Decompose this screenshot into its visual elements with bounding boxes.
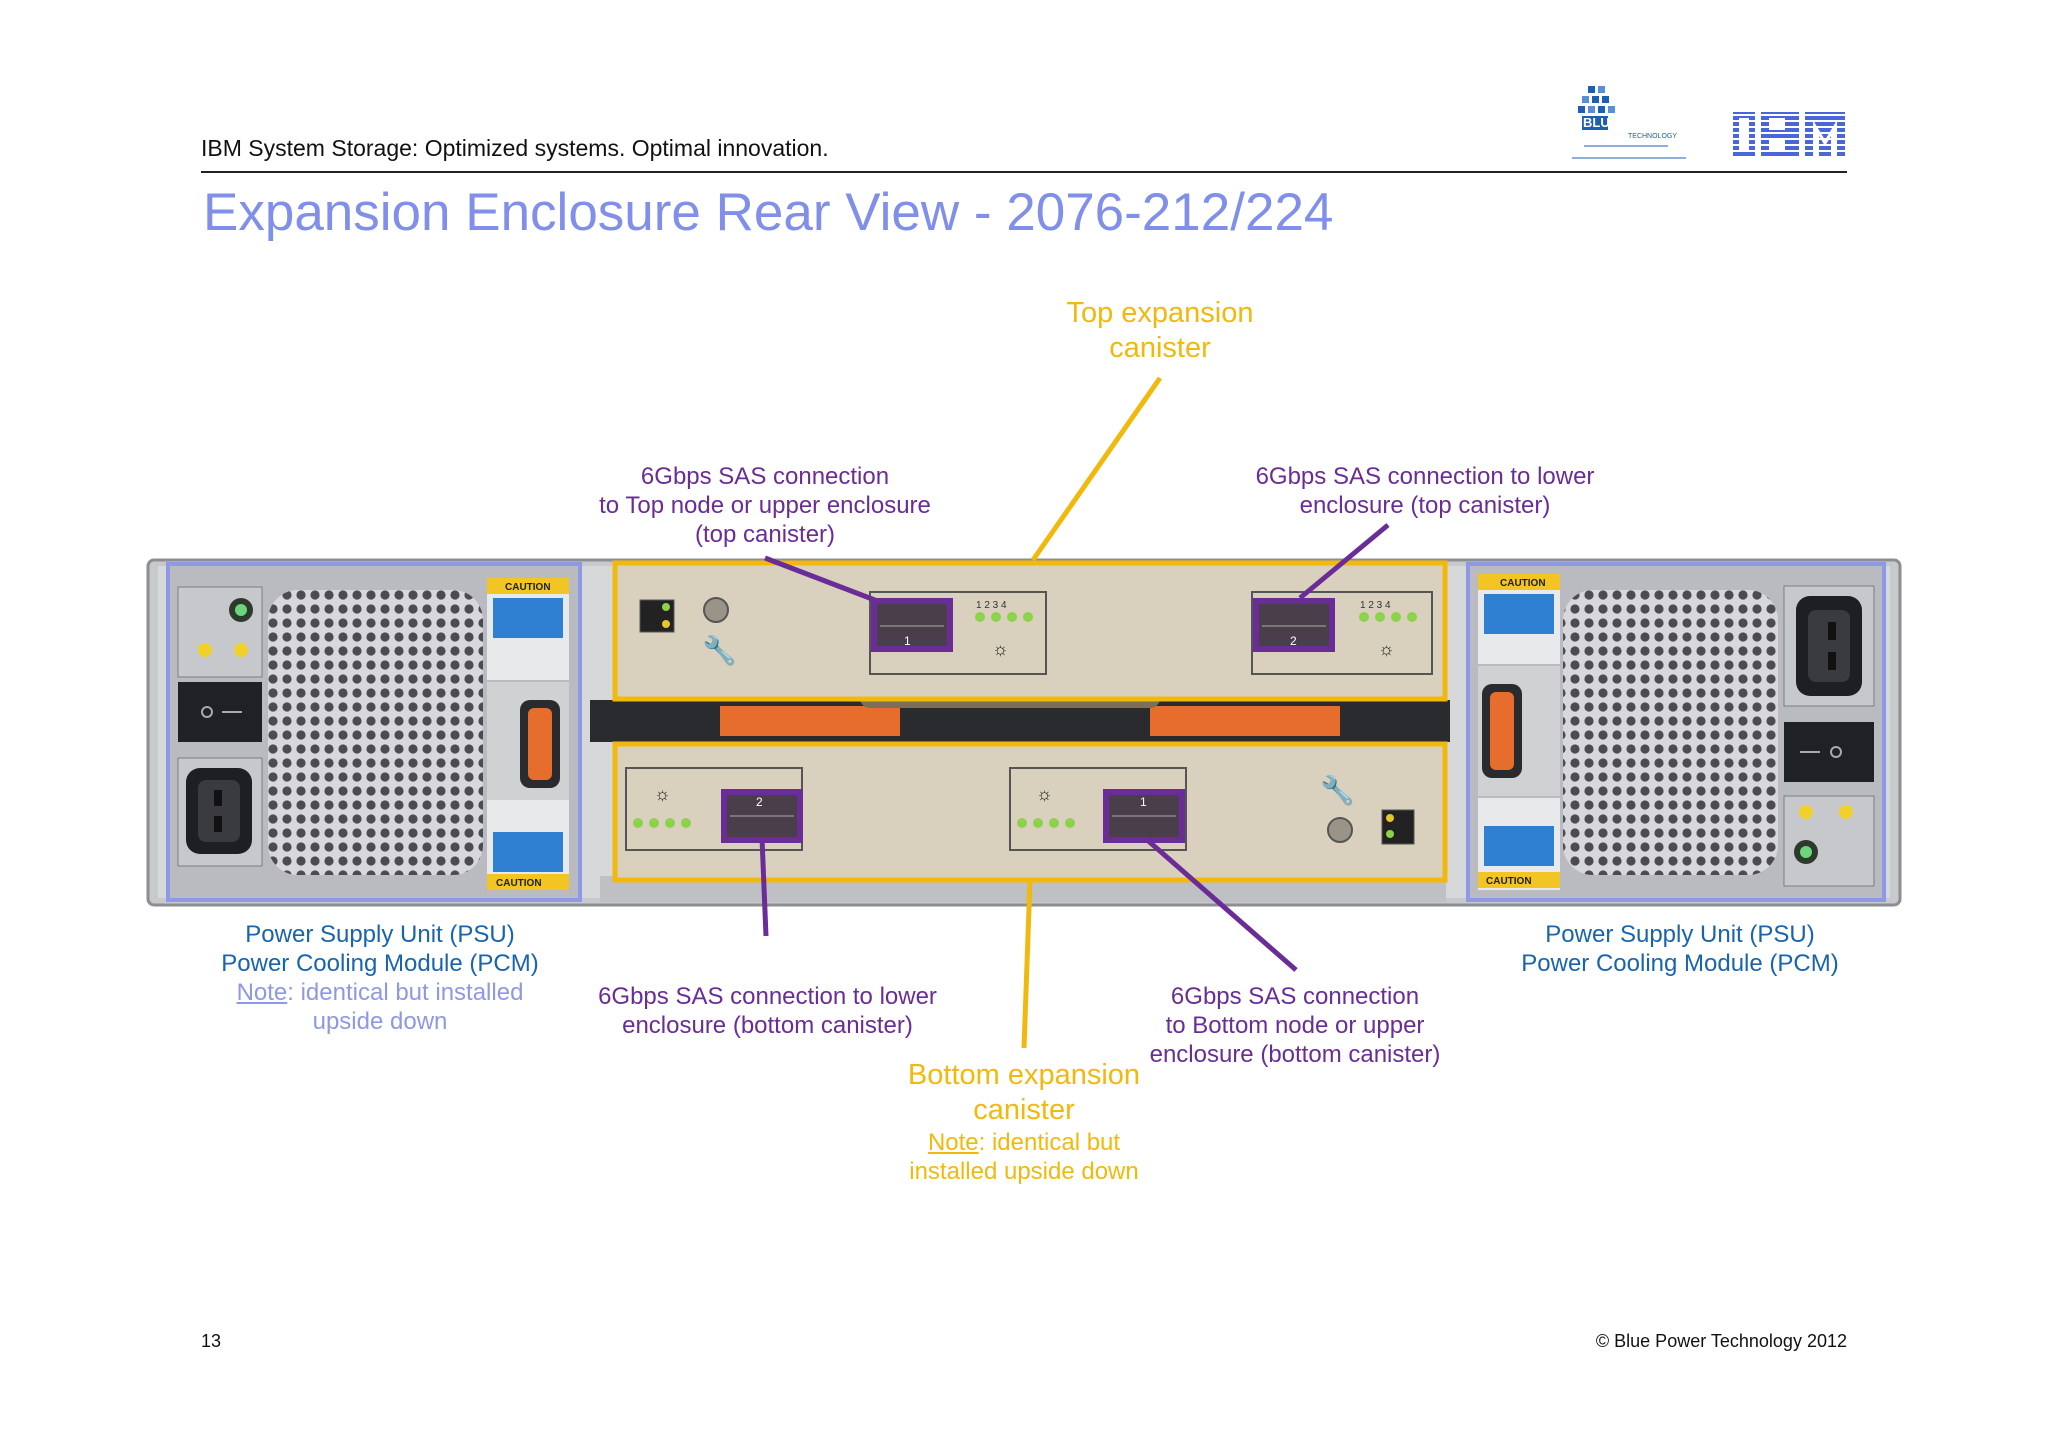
psu-right-switch	[1784, 722, 1874, 782]
bottom-port-2-label: 2	[756, 795, 763, 809]
top-canister-outline	[612, 560, 1448, 702]
top-canister-callout-line	[1030, 376, 1163, 562]
page-number: 13	[201, 1331, 222, 1351]
psu-left-outline	[166, 562, 582, 902]
bluepower-logo-sub: TECHNOLOGY	[1628, 133, 1677, 140]
top-port-2-label: 2	[1290, 634, 1297, 648]
page-title: Expansion Enclosure Rear View - 2076-212…	[203, 183, 1334, 242]
ibm-logo	[1733, 112, 1845, 156]
bluepower-logo-text: BLUEPOWER	[1583, 115, 1668, 130]
svg-text:🔧: 🔧	[1320, 773, 1355, 807]
psu-left-caution-top: CAUTION	[505, 582, 551, 593]
top-port-1-led-numbers: 1 2 3 4	[976, 600, 1007, 611]
top-canister: 🔧 1 1 2 3 4 ☼ 2 1 2 3 4 ☼	[612, 560, 1448, 702]
top-port-1-label: 1	[904, 634, 911, 648]
bottom-canister-callout-line	[1021, 879, 1033, 1049]
top-port-2-led-numbers: 1 2 3 4	[1360, 600, 1391, 611]
header-tagline: IBM System Storage: Optimized systems. O…	[201, 135, 829, 161]
psu-right-label: Power Supply Unit (PSU)Power Cooling Mod…	[1521, 921, 1839, 977]
svg-text:☼: ☼	[654, 784, 671, 804]
header-divider	[201, 171, 1847, 173]
psu-left-note: Note: identical but installed upside dow…	[236, 979, 524, 1035]
sas-top-left-callout-line	[764, 555, 881, 605]
sas-bottom-left-callout-line	[759, 837, 769, 937]
sas-bottom-right-callout-line	[1143, 836, 1298, 972]
bottom-port-1-label: 1	[1140, 795, 1147, 809]
psu-left-fan-grille	[268, 590, 483, 875]
psu-right-fan-grille	[1563, 590, 1778, 875]
wrench-icon: 🔧	[702, 633, 737, 667]
copyright: © Blue Power Technology 2012	[1595, 1331, 1847, 1351]
psu-right-caution-top: CAUTION	[1500, 578, 1546, 589]
psu-right-caution-bottom: CAUTION	[1486, 876, 1532, 887]
bluepower-logo: BLUEPOWER TECHNOLOGY	[1572, 86, 1686, 159]
svg-text:☼: ☼	[1036, 784, 1053, 804]
bottom-canister: ☼ 2 ☼ 1 🔧	[612, 741, 1448, 883]
psu-left-label: Power Supply Unit (PSU)Power Cooling Mod…	[221, 921, 539, 977]
psu-right: CAUTION CAUTION	[1466, 562, 1886, 902]
psu-left-caution-bottom: CAUTION	[496, 878, 542, 889]
svg-text:☼: ☼	[1378, 639, 1395, 659]
bottom-canister-note: Note: identical but installed upside dow…	[909, 1129, 1139, 1185]
psu-left-switch	[178, 682, 262, 742]
locate-icon: ☼	[992, 639, 1009, 659]
psu-right-outline	[1466, 562, 1886, 902]
sas-top-right-callout-line	[1298, 523, 1390, 600]
psu-left: CAUTION CAUTION	[166, 562, 582, 902]
